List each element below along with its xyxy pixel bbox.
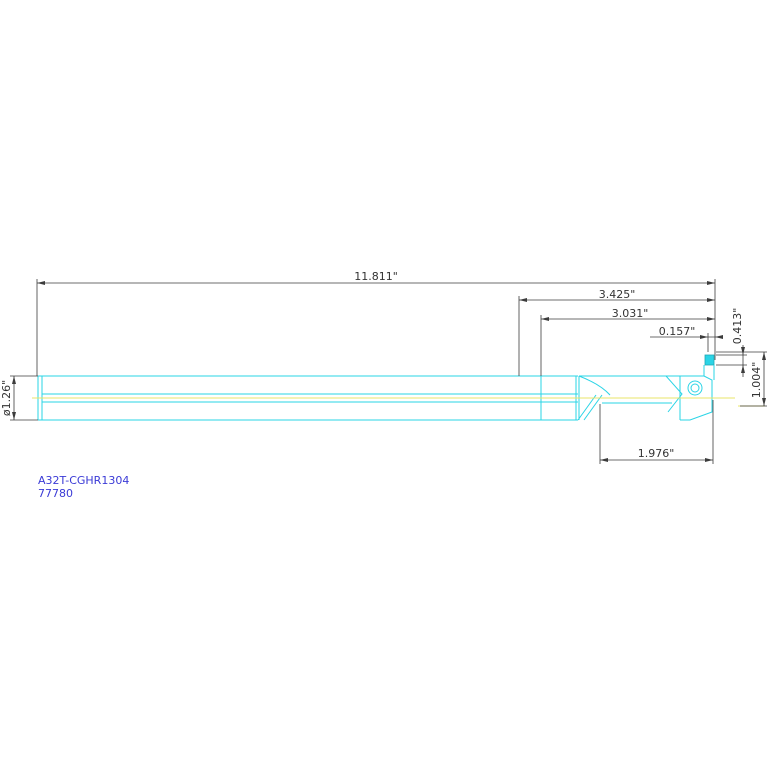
insert-icon bbox=[704, 354, 715, 366]
arrow bbox=[707, 317, 715, 321]
part-model-label: A32T-CGHR1304 bbox=[38, 474, 129, 487]
arrow bbox=[12, 376, 16, 384]
clamp-screw-inner bbox=[690, 383, 700, 393]
part-number-label: 77780 bbox=[38, 487, 73, 500]
dim-head-length: 3.425" bbox=[599, 288, 636, 301]
arrow bbox=[37, 281, 45, 285]
dim-insert-height: 0.413" bbox=[731, 308, 744, 345]
arrow bbox=[715, 335, 723, 339]
arrow bbox=[705, 458, 713, 462]
arrow bbox=[700, 335, 708, 339]
insert-seat bbox=[680, 375, 713, 421]
dim-reach: 1.976" bbox=[638, 447, 675, 460]
dim-cut-depth: 1.004" bbox=[750, 362, 763, 399]
arrow bbox=[707, 298, 715, 302]
dimensions: 11.811" 3.425" 3.031" 0.157" 0.413" 1.00 bbox=[0, 270, 767, 464]
arrow bbox=[600, 458, 608, 462]
arrow bbox=[762, 352, 766, 360]
arrow bbox=[12, 412, 16, 420]
head-angle-a bbox=[577, 394, 597, 421]
arrow bbox=[519, 298, 527, 302]
dim-neck-length: 3.031" bbox=[612, 307, 649, 320]
dim-overall-length: 11.811" bbox=[354, 270, 398, 283]
head-angle-b bbox=[583, 394, 603, 421]
arrow bbox=[762, 398, 766, 406]
head-shoulder bbox=[578, 375, 611, 396]
dim-shank-diameter: ø1.26" bbox=[0, 380, 13, 416]
arrow bbox=[707, 281, 715, 285]
arrow bbox=[741, 365, 745, 373]
tool-body bbox=[32, 354, 765, 421]
arrow bbox=[741, 347, 745, 355]
clamp-screw-icon bbox=[687, 380, 703, 396]
dim-tip-offset: 0.157" bbox=[659, 325, 696, 338]
arrow bbox=[541, 317, 549, 321]
nose-point bbox=[665, 375, 683, 413]
